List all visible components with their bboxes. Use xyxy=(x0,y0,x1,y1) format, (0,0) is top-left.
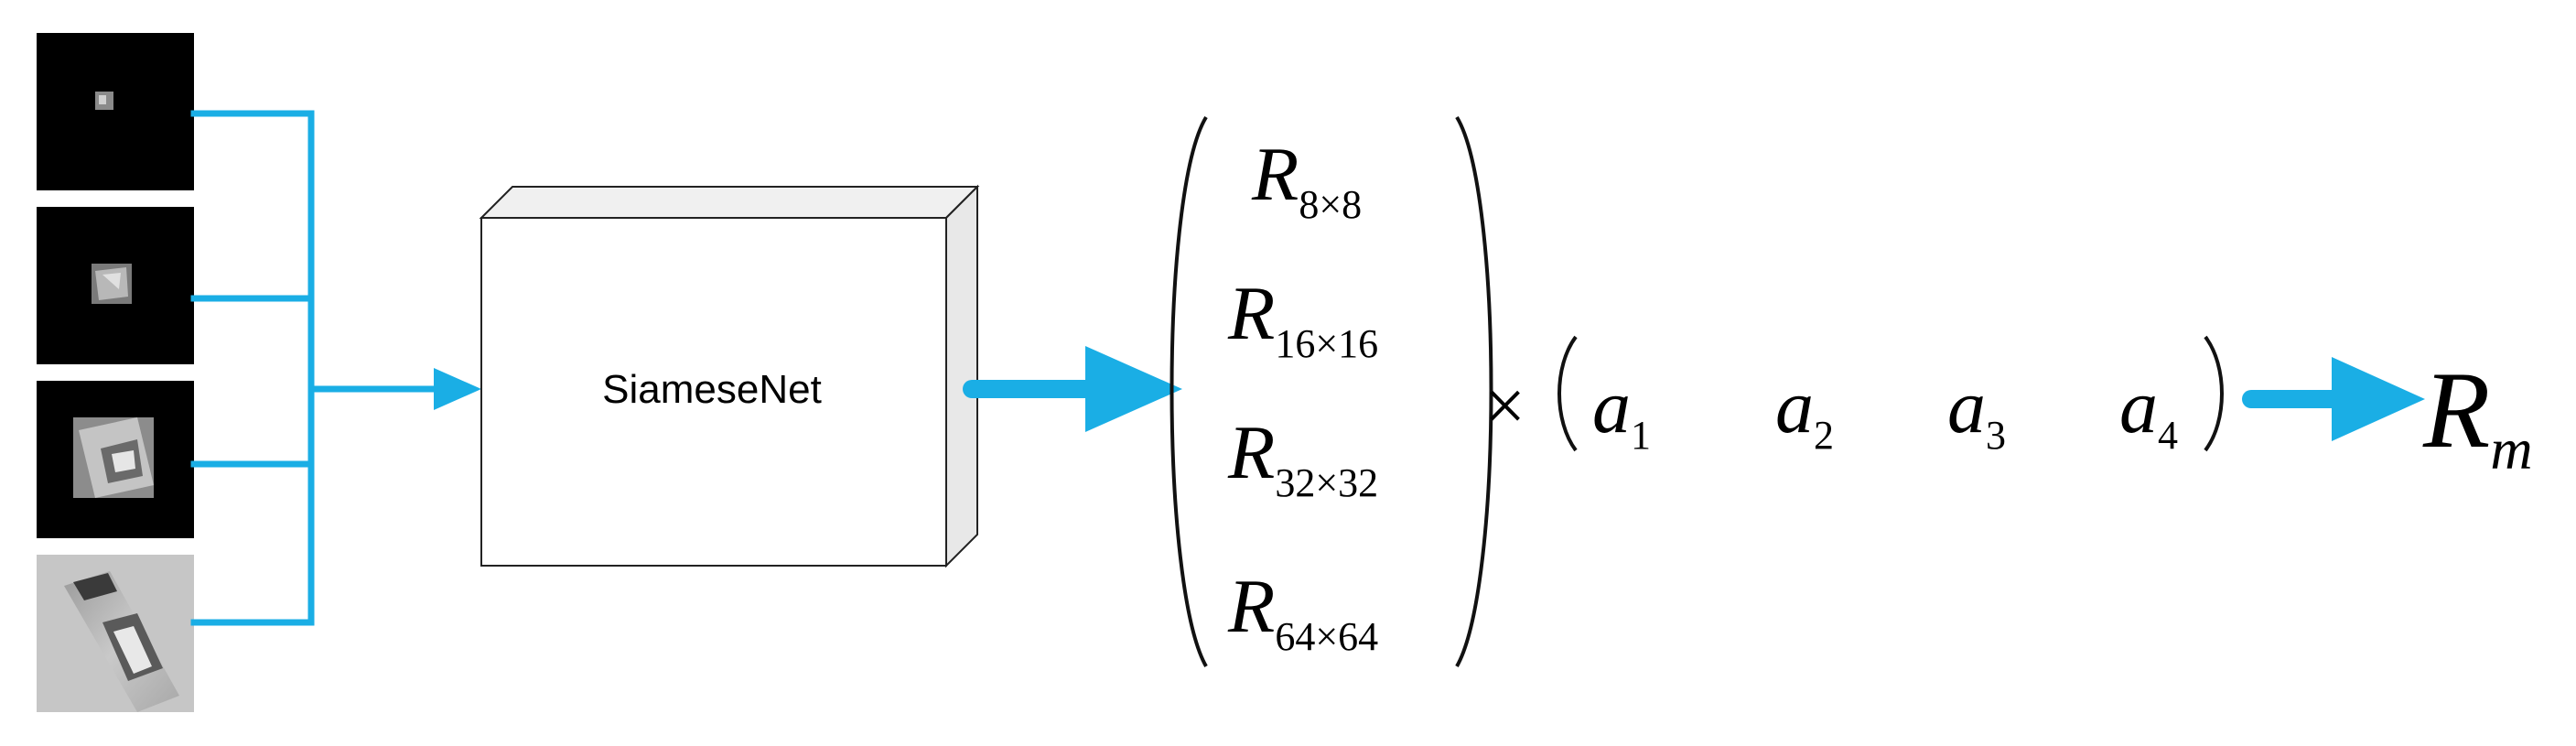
matrix-right-paren-icon xyxy=(1455,115,1493,667)
result-rm: Rm xyxy=(2422,349,2533,481)
input-patch-16x16 xyxy=(37,207,194,364)
arrow-to-result xyxy=(2242,357,2425,441)
weight-a1: a1 xyxy=(1592,364,1651,458)
arrowhead-to-net-icon xyxy=(434,368,481,410)
matrix-entry-2: R16×16 xyxy=(1227,271,1378,366)
matrix-entry-1: R8×8 xyxy=(1251,132,1362,227)
input-connectors xyxy=(190,110,441,626)
weight-a4: a4 xyxy=(2119,364,2178,458)
matrix-entries: R8×8 R16×16 R32×32 R64×64 xyxy=(1227,132,1378,659)
weight-left-paren-icon xyxy=(1557,335,1578,452)
input-patch-64x64 xyxy=(37,555,194,712)
arrowhead-to-result-icon xyxy=(2332,357,2425,441)
matrix-left-paren-icon xyxy=(1169,115,1208,667)
siamese-net-block: SiameseNet xyxy=(479,184,980,568)
input-patches xyxy=(37,33,194,712)
matrix-entry-4: R64×64 xyxy=(1227,564,1378,659)
input-patch-32x32 xyxy=(37,381,194,538)
matrix-entry-3: R32×32 xyxy=(1227,410,1378,505)
input-patch-8x8 xyxy=(37,33,194,190)
weight-a2: a2 xyxy=(1775,364,1834,458)
weight-right-paren-icon xyxy=(2204,335,2224,452)
weight-vector: a1 a2 a3 a4 xyxy=(1592,364,2178,458)
weight-brackets xyxy=(1557,335,2224,452)
weight-a3: a3 xyxy=(1947,364,2006,458)
siamese-net-label: SiameseNet xyxy=(602,367,822,412)
arrow-net-to-matrix xyxy=(963,346,1182,432)
arrowhead-to-matrix-icon xyxy=(1085,346,1182,432)
times-operator: × xyxy=(1484,366,1525,447)
matrix-brackets xyxy=(1169,115,1493,667)
